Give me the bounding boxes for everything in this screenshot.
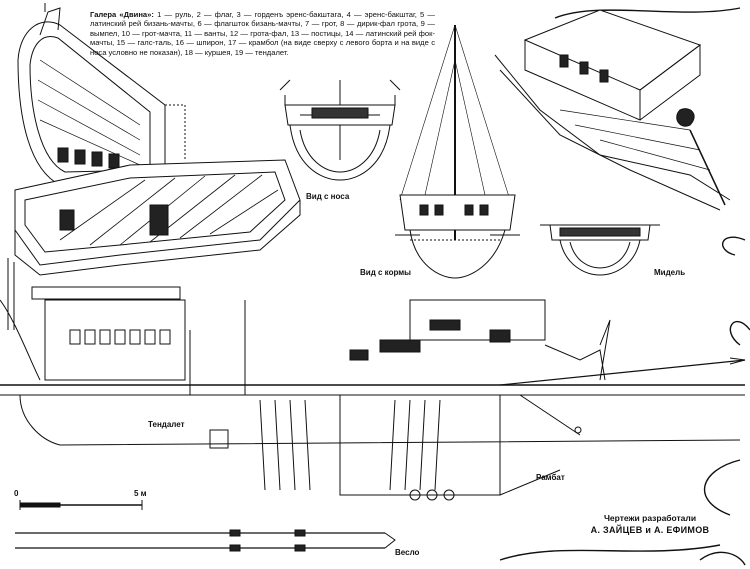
label-stern-view: Вид с кормы — [360, 268, 411, 277]
label-midship: Мидель — [654, 268, 686, 277]
bow-view-drawing — [279, 79, 401, 181]
scale-bar — [19, 500, 143, 510]
decorative-swirls — [499, 7, 750, 566]
credit-authors: А. ЗАЙЦЕВ и А. ЕФИМОВ — [590, 525, 710, 535]
label-rambat: Рамбат — [536, 473, 565, 482]
label-tendalet: Тендалет — [148, 420, 185, 429]
perspective-stern-cutaway — [14, 3, 301, 276]
scale-label-zero: 0 — [14, 489, 19, 498]
legend-text: 1 — руль, 2 — флаг, 3 — горденъ эренс-ба… — [90, 10, 435, 57]
side-profile-drawing — [0, 258, 746, 501]
label-bow-view: Вид с носа — [306, 192, 350, 201]
legend: Галера «Двина»: 1 — руль, 2 — флаг, 3 — … — [90, 10, 435, 57]
legend-title: Галера «Двина»: — [90, 10, 154, 19]
stern-view-drawing — [395, 24, 520, 279]
perspective-bow-drawing — [494, 9, 731, 211]
credit-line-1: Чертежи разработали — [603, 513, 697, 523]
label-oar: Весло — [395, 548, 420, 557]
oar-drawing — [15, 529, 396, 552]
midship-section-drawing — [540, 224, 660, 276]
credits: Чертежи разработали А. ЗАЙЦЕВ и А. ЕФИМО… — [575, 512, 725, 536]
scale-label-five: 5 м — [134, 489, 147, 498]
